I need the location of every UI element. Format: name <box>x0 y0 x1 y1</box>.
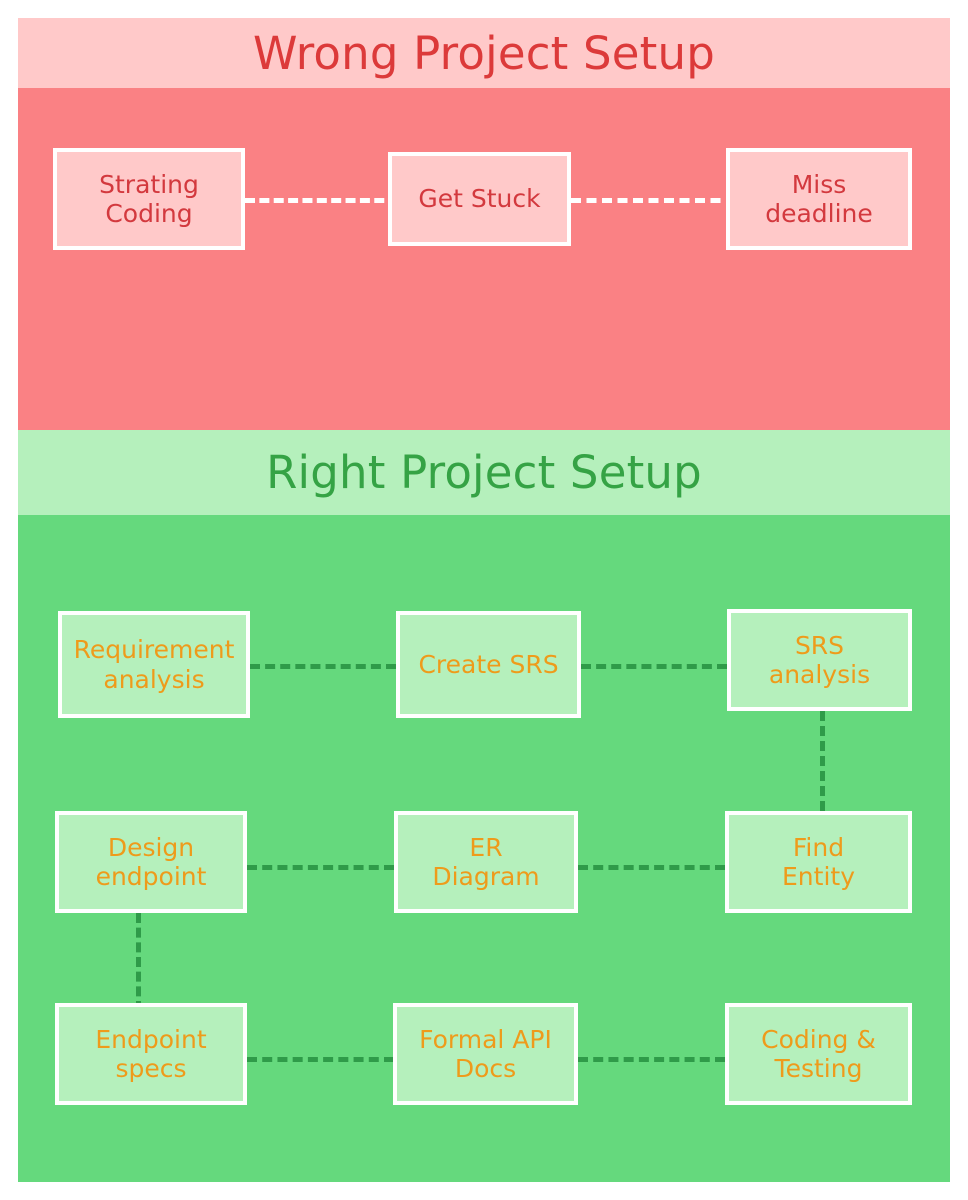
connector-strating-coding-to-get-stuck <box>245 198 413 203</box>
node-formal-api-docs[interactable]: Formal API Docs <box>393 1003 578 1105</box>
wrong-section-title-band: Wrong Project Setup <box>18 18 950 88</box>
node-create-srs-label: Create SRS <box>418 649 559 679</box>
node-requirement-analysis-label: Requirement analysis <box>73 635 235 694</box>
node-miss-deadline-label: Miss deadline <box>765 169 873 229</box>
node-miss-deadline[interactable]: Miss deadline <box>726 148 912 250</box>
node-find-entity-label: Find Entity <box>782 832 855 892</box>
node-design-endpoint[interactable]: Design endpoint <box>55 811 247 913</box>
node-coding-testing-label: Coding & Testing <box>761 1024 876 1084</box>
connector-er-diagram-to-find-entity <box>578 865 725 870</box>
wrong-section-title: Wrong Project Setup <box>253 26 715 80</box>
right-section-title-band: Right Project Setup <box>18 430 950 515</box>
connector-requirement-analysis-to-create-srs <box>250 664 396 669</box>
right-section-title: Right Project Setup <box>266 446 702 499</box>
node-get-stuck-label: Get Stuck <box>418 184 541 214</box>
node-coding-testing[interactable]: Coding & Testing <box>725 1003 912 1105</box>
node-find-entity[interactable]: Find Entity <box>725 811 912 913</box>
right-section-body: Requirement analysis Create SRS SRS anal… <box>18 515 950 1182</box>
connector-create-srs-to-srs-analysis <box>581 664 727 669</box>
node-endpoint-specs-label: Endpoint specs <box>95 1024 207 1084</box>
connector-design-endpoint-to-endpoint-specs <box>136 913 141 1011</box>
node-er-diagram-label: ER Diagram <box>432 832 540 892</box>
node-design-endpoint-label: Design endpoint <box>95 832 207 892</box>
node-strating-coding[interactable]: Strating Coding <box>53 148 245 250</box>
node-er-diagram[interactable]: ER Diagram <box>394 811 578 913</box>
node-requirement-analysis[interactable]: Requirement analysis <box>58 611 250 718</box>
node-srs-analysis-label: SRS analysis <box>768 630 871 690</box>
connector-get-stuck-to-miss-deadline <box>571 198 736 203</box>
node-strating-coding-label: Strating Coding <box>99 169 199 229</box>
node-formal-api-docs-label: Formal API Docs <box>419 1024 552 1084</box>
connector-design-endpoint-to-er-diagram <box>247 865 394 870</box>
connector-srs-analysis-to-find-entity <box>820 711 825 811</box>
node-get-stuck[interactable]: Get Stuck <box>388 152 571 246</box>
node-endpoint-specs[interactable]: Endpoint specs <box>55 1003 247 1105</box>
connector-formal-api-docs-to-coding-testing <box>578 1057 725 1062</box>
project-setup-comparison-diagram: Wrong Project Setup Strating Coding Get … <box>18 18 950 1182</box>
node-create-srs[interactable]: Create SRS <box>396 611 581 718</box>
connector-endpoint-specs-to-formal-api-docs <box>247 1057 394 1062</box>
node-srs-analysis[interactable]: SRS analysis <box>727 609 912 711</box>
wrong-section-body: Strating Coding Get Stuck Miss deadline <box>18 88 950 430</box>
